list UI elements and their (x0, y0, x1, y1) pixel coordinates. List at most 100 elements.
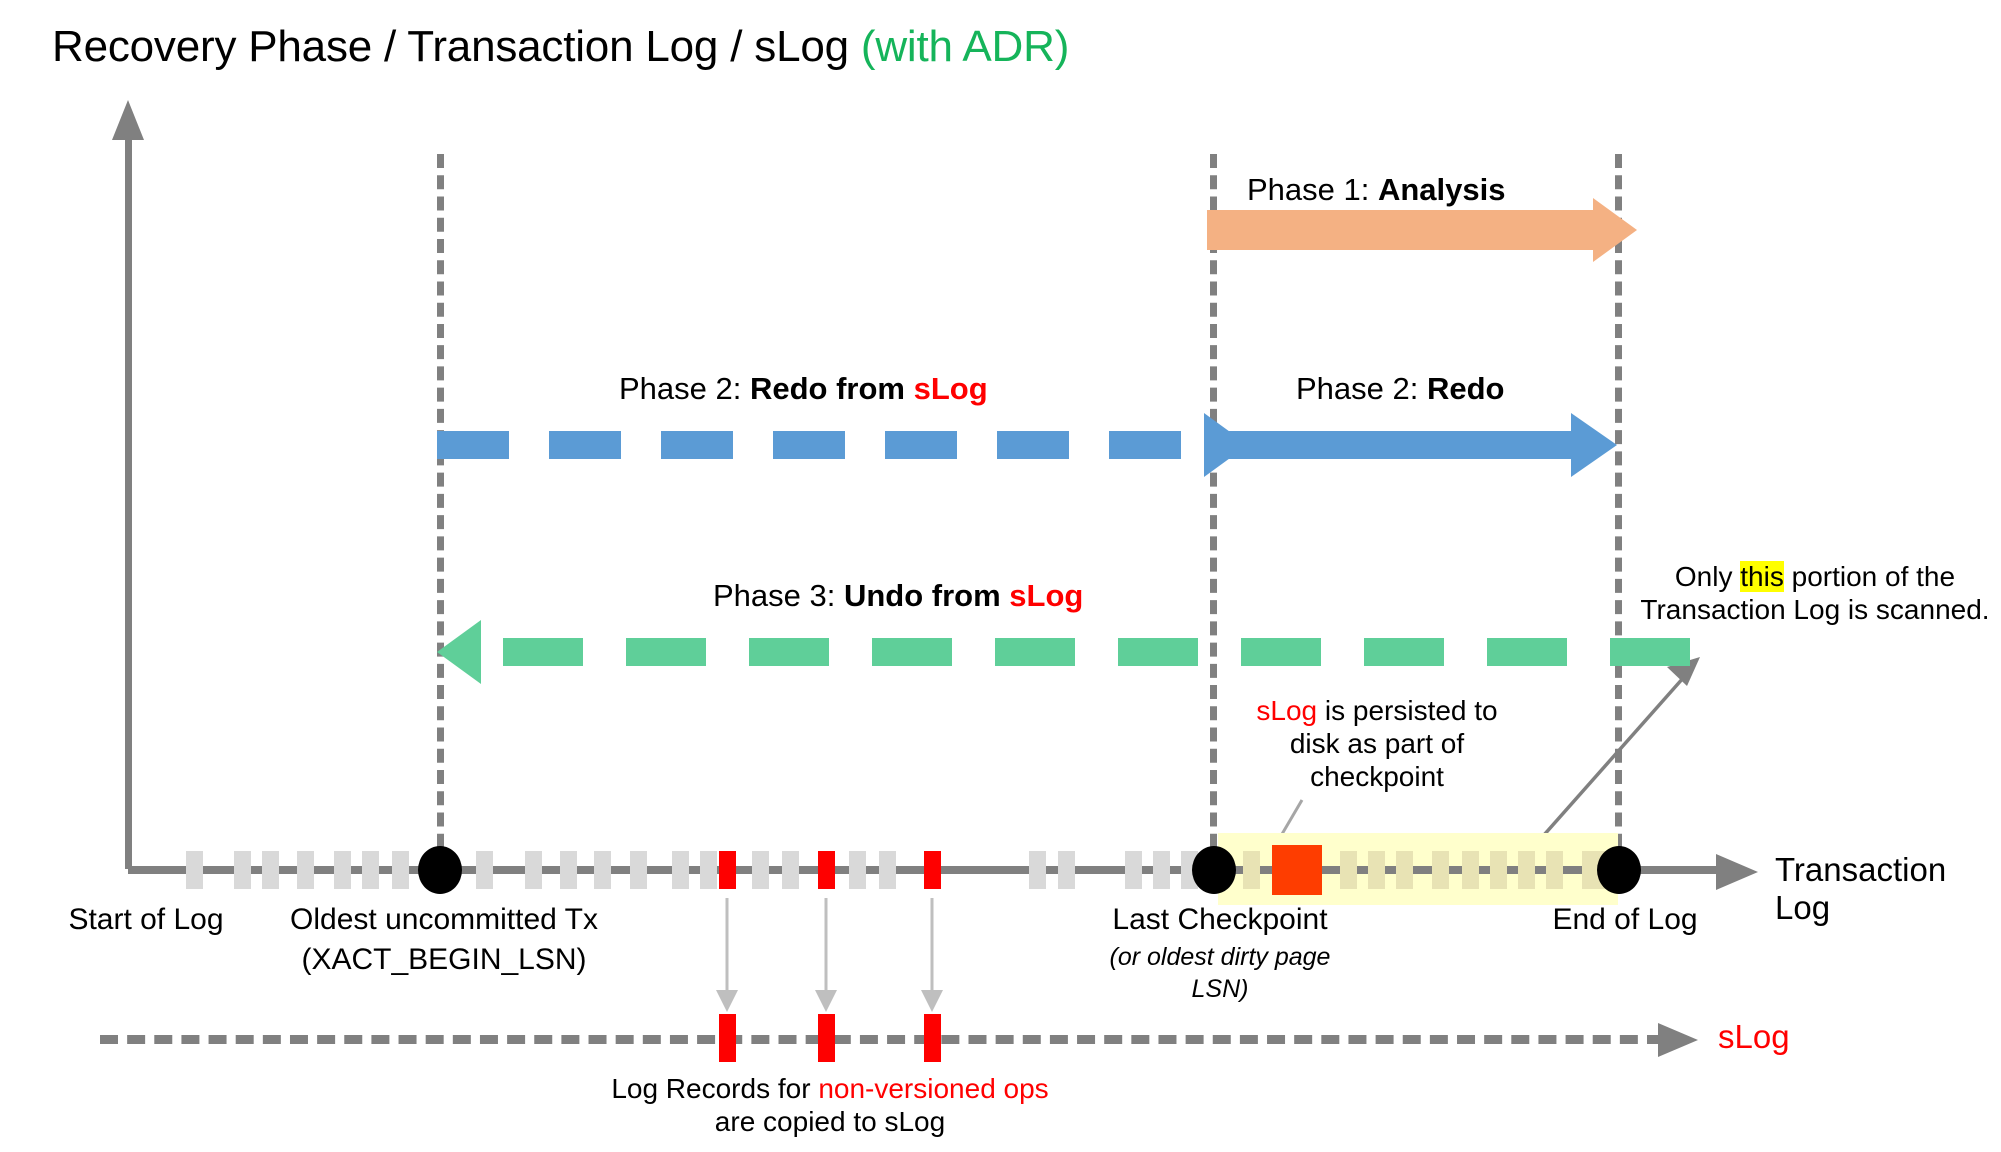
undo-gap-9 (1567, 638, 1610, 666)
redo-slog-gap-6 (1069, 431, 1109, 459)
copy-arrow-1-head (716, 990, 738, 1012)
log-tick (1125, 851, 1142, 889)
log-tick (262, 851, 279, 889)
redo-slog-gap-3 (733, 431, 773, 459)
scan-note-line2: Transaction Log is scanned. (1640, 594, 1990, 626)
phase-2-redo-from-slog-arrow (437, 413, 1248, 477)
log-tick (362, 851, 379, 889)
undo-gap-7 (1321, 638, 1364, 666)
page-title: Recovery Phase / Transaction Log / sLog … (52, 22, 1069, 72)
guide-end-of-log (1615, 154, 1622, 869)
phase-1-label: Phase 1: Analysis (1247, 172, 1506, 208)
checkpoint-note: sLog is persisted to disk as part of che… (1232, 694, 1522, 793)
log-tick (297, 851, 314, 889)
undo-gap-5 (1075, 638, 1118, 666)
last-checkpoint-sublabel-line2: LSN) (1060, 975, 1380, 1004)
copy-note-accent: non-versioned ops (818, 1073, 1049, 1104)
log-tick (1058, 851, 1075, 889)
undo-dash-6 (1118, 638, 1198, 666)
phase-3-prefix: Phase 3: (713, 578, 844, 613)
copy-to-slog-note: Log Records for non-versioned ops are co… (540, 1072, 1120, 1138)
undo-dash-1 (503, 638, 583, 666)
slog-axis-label-text: sLog (1718, 1018, 1790, 1055)
oldest-tx-sublabel-text: (XACT_BEGIN_LSN) (301, 943, 587, 976)
log-tick (525, 851, 542, 889)
redo-slog-dash-5 (885, 431, 957, 459)
oldest-tx-label-text: Oldest uncommitted Tx (290, 903, 598, 936)
log-tick (1029, 851, 1046, 889)
phase-2-redo-arrow (1213, 413, 1617, 477)
slog-axis-label: sLog (1718, 1018, 1790, 1056)
checkpoint-note-line3: checkpoint (1310, 761, 1444, 793)
redo-arrow-shaft (1213, 431, 1571, 459)
transaction-log-axis-label-text: Transaction Log (1775, 851, 1947, 926)
end-of-log-label-text: End of Log (1552, 903, 1698, 936)
log-tick-nonversioned (818, 851, 835, 889)
redo-slog-dash-6 (997, 431, 1069, 459)
log-tick-scanned (1396, 851, 1413, 889)
log-tick-scanned (1546, 851, 1563, 889)
redo-slog-gap-7 (1181, 431, 1204, 459)
last-checkpoint-sublabel-line1-text: (or oldest dirty page (1109, 943, 1331, 971)
slog-record-3 (924, 1014, 941, 1062)
end-of-log-dot (1597, 846, 1641, 894)
title-main: Recovery Phase / Transaction Log / sLog (52, 22, 861, 71)
scan-note-pre: Only (1674, 561, 1741, 592)
redo-slog-dash-4 (773, 431, 845, 459)
slog-record-2 (818, 1014, 835, 1062)
oldest-tx-label: Oldest uncommitted Tx (254, 903, 634, 937)
log-tick-scanned (1518, 851, 1535, 889)
log-tick-scanned (1432, 851, 1449, 889)
phase-3-undo-from-slog-arrow (437, 620, 1690, 684)
slog-axis-line (100, 1035, 1665, 1044)
checkpoint-note-line2: disk as part of (1289, 728, 1465, 760)
start-of-log-label: Start of Log (36, 903, 256, 937)
redo-slog-gap-1 (509, 431, 549, 459)
phase-2-slog-accent: sLog (913, 371, 988, 406)
guide-oldest-tx (437, 154, 444, 869)
phase-3-accent: sLog (1009, 578, 1084, 613)
log-tick (849, 851, 866, 889)
oldest-tx-sublabel: (XACT_BEGIN_LSN) (254, 943, 634, 977)
phase-2-redo-prefix: Phase 2: (1296, 371, 1427, 406)
redo-arrow-head (1571, 413, 1617, 477)
undo-gap-2 (706, 638, 749, 666)
log-tick (879, 851, 896, 889)
phase-3-name: Undo from (843, 578, 1010, 613)
log-tick-checkpoint-slog (1272, 845, 1322, 895)
scan-note: Only this portion of the Transaction Log… (1640, 560, 1990, 626)
undo-dash-9 (1487, 638, 1567, 666)
log-tick-scanned (1462, 851, 1479, 889)
log-tick (560, 851, 577, 889)
phase-1-name: Analysis (1377, 172, 1506, 207)
log-tick (234, 851, 251, 889)
analysis-arrow-head (1593, 198, 1637, 262)
phase-3-label: Phase 3: Undo from sLog (713, 578, 1083, 614)
log-tick-scanned (1490, 851, 1507, 889)
undo-gap-8 (1444, 638, 1487, 666)
checkpoint-note-accent: sLog (1256, 695, 1318, 726)
copy-arrow-2-head (815, 990, 837, 1012)
log-tick-scanned (1582, 851, 1599, 889)
undo-gap-1 (583, 638, 626, 666)
redo-slog-dash-3 (661, 431, 733, 459)
log-tick (630, 851, 647, 889)
log-tick (672, 851, 689, 889)
redo-slog-dash-2 (549, 431, 621, 459)
phase-1-analysis-arrow (1207, 198, 1637, 262)
slog-record-1 (719, 1014, 736, 1062)
last-checkpoint-dot (1192, 846, 1236, 894)
last-checkpoint-sublabel-line2-text: LSN) (1191, 975, 1249, 1003)
scan-note-highlight: this (1740, 561, 1784, 592)
checkpoint-note-line1-rest: is persisted to (1317, 695, 1498, 726)
last-checkpoint-sublabel-line1: (or oldest dirty page (1060, 943, 1380, 972)
log-tick (186, 851, 203, 889)
log-tick (700, 851, 717, 889)
start-of-log-label-text: Start of Log (68, 903, 224, 936)
analysis-arrow-shaft (1207, 210, 1593, 250)
last-checkpoint-label-text: Last Checkpoint (1112, 903, 1328, 936)
undo-gap-4 (952, 638, 995, 666)
phase-2-slog-label: Phase 2: Redo from sLog (619, 371, 988, 407)
undo-dash-4 (872, 638, 952, 666)
